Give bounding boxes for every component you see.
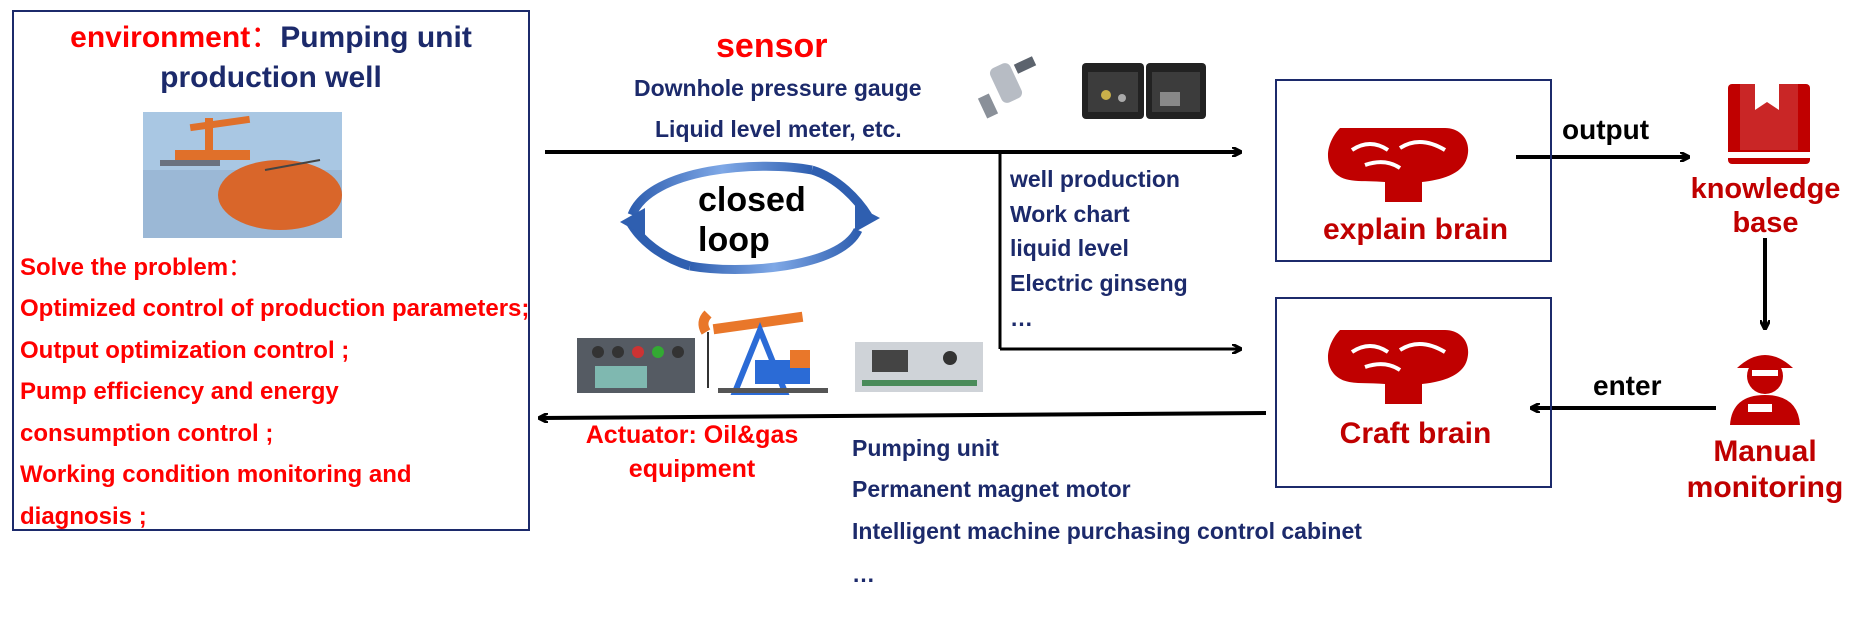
actuator-arrow (540, 411, 1267, 418)
sensor-item: Liquid level meter, etc. (655, 116, 902, 142)
pressure-transmitter-image (977, 56, 1037, 119)
environment-title: environment：Pumping unit production well (12, 18, 530, 98)
sensor-item: Downhole pressure gauge (634, 75, 922, 101)
closed-loop-line1: closed (698, 181, 806, 219)
explain-brain-icon (1327, 128, 1469, 202)
pumping-unit-scene-image (143, 112, 342, 238)
control-cabinet-image (855, 342, 983, 392)
craft-brain-box: Craft brain (1275, 297, 1552, 488)
data-item: liquid level (1010, 235, 1129, 261)
solve-problem-heading: Solve the problem： (20, 254, 252, 282)
explain-brain-box: explain brain (1275, 79, 1552, 262)
problem-item: Pump efficiency and energy (20, 378, 339, 405)
equipment-item: … (852, 561, 875, 587)
book-icon (1728, 84, 1810, 164)
knowledge-base-label: knowledge base (1683, 172, 1848, 240)
knowledge-base-line2: base (1732, 207, 1799, 239)
knowledge-base-line1: knowledge (1690, 173, 1841, 205)
manual-monitoring-line1: Manual (1713, 435, 1817, 468)
manual-monitoring-line2: monitoring (1686, 471, 1844, 504)
problem-item: diagnosis ; (20, 503, 147, 530)
equipment-item: Pumping unit (852, 435, 999, 461)
problem-item: consumption control ; (20, 420, 274, 447)
closed-loop-label: closed loop (698, 180, 806, 260)
data-item: well production (1010, 166, 1180, 192)
control-panel-image (577, 338, 695, 393)
craft-brain-icon (1327, 330, 1469, 404)
data-item: Electric ginseng (1010, 270, 1188, 296)
worker-icon (1730, 355, 1800, 425)
environment-label: environment (70, 21, 251, 54)
environment-title-line1: Pumping unit (280, 21, 472, 54)
craft-brain-label: Craft brain (1339, 417, 1492, 450)
output-label: output (1562, 114, 1650, 145)
actuator-line1: Actuator: Oil&gas (585, 421, 799, 449)
problem-item: Working condition monitoring and (20, 461, 412, 488)
actuator-line2: equipment (628, 455, 756, 483)
problem-item: Output optimization control ; (20, 337, 350, 364)
data-item: … (1010, 305, 1033, 331)
pumping-jack-image (698, 310, 828, 395)
solve-problem-label: Solve the problem (20, 254, 229, 281)
sensor-title: sensor (716, 27, 828, 65)
data-item: Work chart (1010, 201, 1130, 227)
environment-panel (12, 10, 530, 531)
instrument-cases-image (1082, 63, 1206, 119)
environment-separator: ： (250, 21, 281, 54)
environment-title-line2: production well (160, 61, 382, 94)
manual-monitoring-label: Manual monitoring (1675, 434, 1855, 506)
equipment-item: Permanent magnet motor (852, 476, 1131, 502)
solve-problem-colon: ： (228, 254, 253, 281)
closed-loop-line2: loop (698, 221, 770, 259)
actuator-label: Actuator: Oil&gas equipment (572, 418, 812, 486)
problem-item: Optimized control of production paramete… (20, 295, 530, 322)
closed-loop-icon (620, 161, 880, 274)
explain-brain-label: explain brain (1322, 213, 1509, 246)
enter-label: enter (1593, 370, 1662, 401)
equipment-item: Intelligent machine purchasing control c… (852, 518, 1362, 544)
